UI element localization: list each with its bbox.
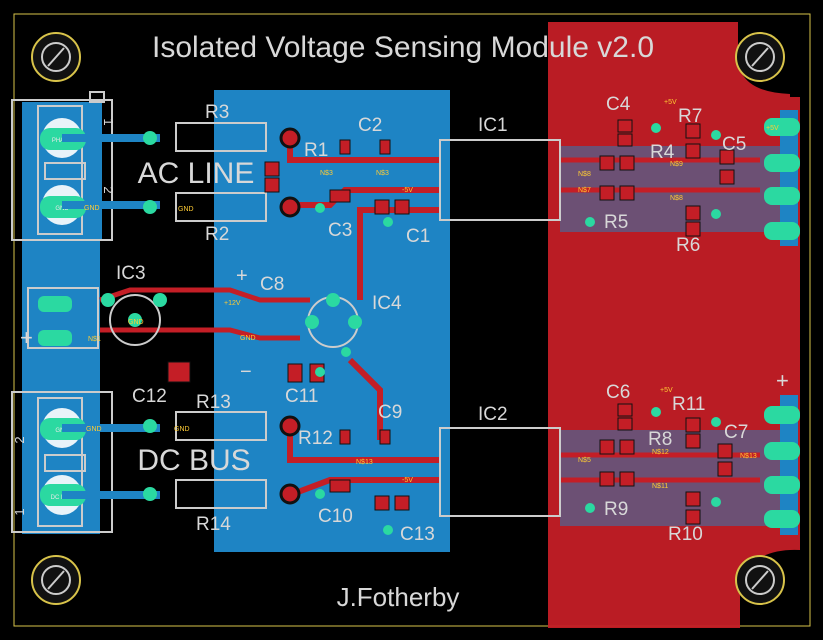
ref-r10: R10 [668,524,703,545]
net-n12: N$12 [652,449,669,456]
net-plus12: +12V [224,300,241,307]
net-n8: N$8 [578,171,591,178]
ref-c4: C4 [606,94,631,115]
ref-r8: R8 [648,429,672,450]
gnd-label-ac-2: GND [178,206,194,213]
net-n11: N$11 [652,483,668,490]
ref-ic3: IC3 [116,263,146,284]
vias [315,123,721,535]
ref-c8: C8 [260,274,284,295]
ref-r4: R4 [650,142,675,163]
ref-r1: R1 [304,140,328,161]
ref-ic1: IC1 [478,115,508,136]
ref-c6: C6 [606,382,630,403]
gnd-label-dc-2: GND [174,426,190,433]
through-hole-resistors [175,122,267,509]
net-n8-b: N$8 [670,195,683,202]
resistor-pads [143,127,301,505]
net-plus5-b: +5V [660,387,673,394]
ref-r3: R3 [205,102,229,123]
ref-r2: R2 [205,224,229,245]
ref-c7: C7 [724,422,748,443]
c8-minus-mark: − [240,361,252,383]
isolator-outlines [439,139,561,517]
c8-plus-mark: + [236,265,248,287]
ref-r7: R7 [678,106,702,127]
ref-c2: C2 [358,115,382,136]
dc-pin-1: 1 [12,508,27,515]
net-plus5-a: +5V [664,99,677,106]
ref-ic4: IC4 [372,293,402,314]
reference-designators: R3 R2 R13 R14 R1 C2 C3 C1 IC1 IC2 IC3 IC… [116,94,748,545]
ref-r12: R12 [298,428,333,449]
dc-pin-2: 2 [12,436,27,443]
ref-c13: C13 [400,524,435,545]
ref-c11: C11 [285,386,318,407]
header-plus-mark: + [776,368,789,393]
power-input-connector: + [20,287,99,350]
ref-c1: C1 [406,226,430,247]
polarity-marks: + − + [236,265,789,393]
ac-line-label: AC LINE [138,157,255,190]
net-n3: N$3 [320,170,333,177]
ref-r11: R11 [672,394,705,415]
ref-r5: R5 [604,212,628,233]
ref-r6: R6 [676,235,700,256]
board-title: Isolated Voltage Sensing Module v2.0 [152,31,654,64]
net-n1: N$1 [88,336,101,343]
smd-pads [167,119,735,525]
ac-pin-1: 1 [101,118,116,125]
power-plus-symbol: + [20,325,33,350]
output-header-pads [764,118,800,528]
ref-c10: C10 [318,506,353,527]
ref-c5: C5 [722,134,746,155]
net-n7: N$7 [578,187,591,194]
net-n3-b: N$3 [376,170,389,177]
net-minus5-a: -5V [402,187,413,194]
net-n13: N$13 [356,459,373,466]
net-labels: GND GND GND GND N$3 N$3 -5V -5V N$13 N$1… [84,99,779,490]
ref-c9: C9 [378,402,402,423]
gnd-label-dc-1: GND [86,426,102,433]
net-minus5-b: -5V [402,477,413,484]
gnd-label-ac-1: GND [84,205,100,212]
ref-r13: R13 [196,392,231,413]
ref-c3: C3 [328,220,352,241]
author-label: J.Fotherby [337,582,460,612]
ac-pin-2: 2 [101,186,116,193]
ref-ic2: IC2 [478,404,508,425]
net-n13-b: N$13 [740,453,757,460]
net-n9: N$9 [670,161,683,168]
ref-r14: R14 [196,514,231,535]
net-gnd-ic3: GND [128,319,144,326]
dc-bus-label: DC BUS [137,444,250,477]
regulators [101,293,362,348]
ref-c12: C12 [132,386,167,407]
net-plus5-c: +5V [766,125,779,132]
net-n5: N$5 [578,457,591,464]
net-gnd-c8: GND [240,335,256,342]
ref-r9: R9 [604,499,628,520]
mounting-holes [31,32,785,605]
